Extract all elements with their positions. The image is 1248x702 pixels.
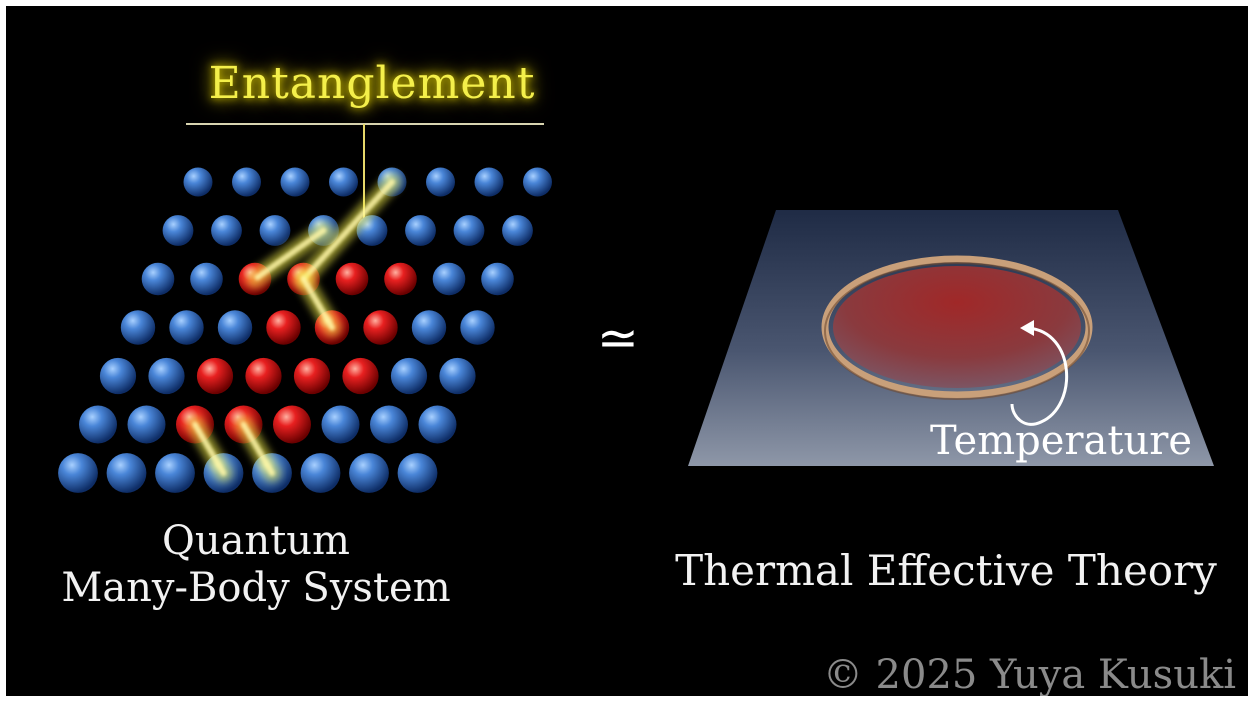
entanglement-bond bbox=[300, 179, 395, 282]
left-caption-line1: Quantum bbox=[162, 518, 350, 564]
blue-sphere bbox=[141, 262, 175, 296]
blue-sphere bbox=[259, 215, 291, 246]
blue-sphere bbox=[397, 453, 438, 493]
right-caption: Thermal Effective Theory bbox=[675, 546, 1217, 595]
entanglement-bond bbox=[192, 421, 227, 476]
temperature-label: Temperature bbox=[929, 418, 1193, 464]
red-sphere bbox=[363, 310, 398, 345]
blue-sphere bbox=[460, 310, 495, 345]
entanglement-label: Entanglement bbox=[208, 58, 536, 109]
blue-sphere bbox=[58, 453, 98, 493]
diagram-artwork bbox=[58, 123, 1214, 493]
blue-sphere bbox=[370, 405, 408, 444]
blue-sphere bbox=[190, 262, 223, 296]
blue-sphere bbox=[120, 310, 156, 345]
entanglement-bond bbox=[252, 227, 327, 282]
blue-sphere bbox=[162, 215, 194, 246]
blue-sphere bbox=[426, 167, 455, 197]
blue-sphere bbox=[349, 453, 389, 493]
red-sphere bbox=[273, 405, 311, 444]
approx-equal-symbol: ≃ bbox=[597, 309, 639, 367]
blue-sphere bbox=[481, 262, 514, 296]
entanglement-bond bbox=[300, 276, 335, 331]
blue-sphere bbox=[155, 453, 195, 493]
blue-sphere bbox=[502, 215, 533, 246]
red-sphere bbox=[266, 310, 301, 345]
slide-canvas: Entanglement ≃ Quantum Many-Body System … bbox=[6, 6, 1248, 696]
blue-sphere bbox=[418, 405, 457, 444]
blue-sphere bbox=[127, 405, 166, 444]
red-sphere bbox=[335, 262, 369, 296]
blue-sphere bbox=[183, 167, 213, 197]
blue-sphere bbox=[321, 405, 360, 444]
entanglement-bond bbox=[240, 421, 275, 476]
thermal-disc bbox=[833, 266, 1081, 388]
blue-sphere bbox=[280, 167, 310, 197]
blue-sphere bbox=[523, 167, 552, 197]
blue-sphere bbox=[432, 262, 466, 296]
entanglement-links bbox=[157, 173, 418, 482]
blue-sphere bbox=[453, 215, 485, 246]
blue-sphere bbox=[106, 453, 147, 493]
blue-sphere bbox=[439, 357, 476, 395]
blue-sphere bbox=[474, 167, 504, 197]
blue-sphere bbox=[99, 357, 137, 395]
blue-sphere bbox=[232, 167, 261, 197]
left-caption: Quantum Many-Body System bbox=[36, 518, 476, 612]
blue-sphere bbox=[300, 453, 341, 493]
blue-sphere bbox=[211, 215, 242, 246]
blue-sphere bbox=[411, 310, 447, 345]
left-caption-line2: Many-Body System bbox=[61, 565, 451, 611]
red-sphere bbox=[293, 357, 331, 395]
blue-sphere bbox=[329, 167, 358, 197]
particle-lattice bbox=[58, 167, 552, 493]
rotation-arrowhead bbox=[1020, 320, 1034, 336]
blue-sphere bbox=[79, 405, 117, 444]
copyright-credit: © 2025 Yuya Kusuki bbox=[822, 652, 1236, 696]
red-sphere bbox=[245, 357, 282, 395]
red-sphere bbox=[384, 262, 417, 296]
blue-sphere bbox=[405, 215, 436, 246]
rotation-arrow bbox=[1010, 326, 1069, 426]
